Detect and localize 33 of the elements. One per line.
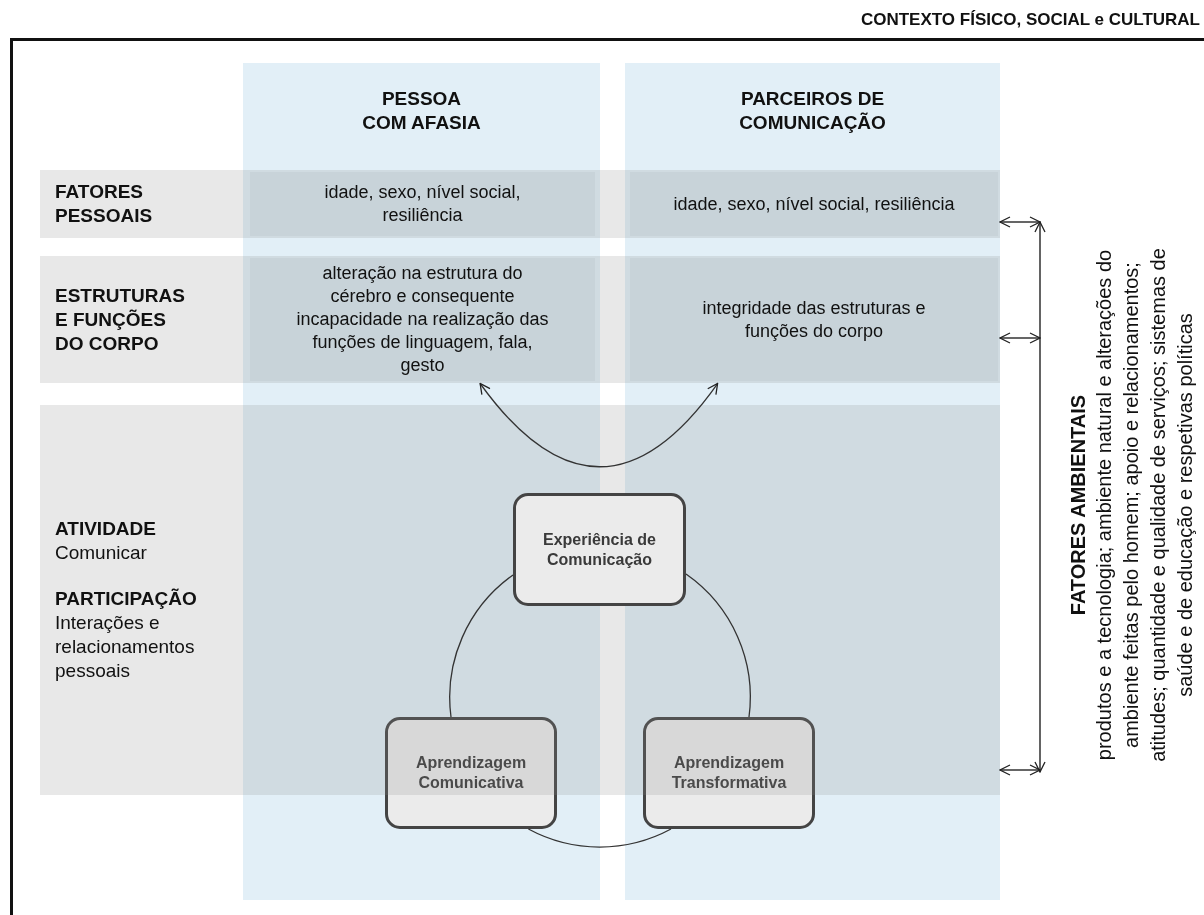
box-label: Aprendizagem Comunicativa	[414, 753, 528, 793]
side-heading: FATORES AMBIENTAIS	[1066, 394, 1090, 616]
side-text: produtos e a tecnologia; ambiente natural e alterações do ambiente feitas pelo homem; apoio e relacionamentos; atitudes; quantidade e qualidade de serviços; sistemas de saúde e de educação e respetivas políticas	[1092, 247, 1197, 764]
column-heading: PESSOA COM AFASIA	[361, 87, 482, 135]
double-arrow	[999, 764, 1041, 776]
row-text: Interações e relacionamentos pessoais	[55, 611, 196, 683]
box-label: Aprendizagem Transformativa	[670, 753, 788, 793]
column-heading: PARCEIROS DE COMUNICAÇÃO	[738, 87, 887, 135]
row-heading: FATORES PESSOAIS	[55, 180, 154, 228]
double-arrow	[999, 216, 1041, 228]
double-arrow	[999, 332, 1041, 344]
curved-arrow	[479, 382, 719, 468]
cell-text: idade, sexo, nível social, resiliência	[323, 181, 522, 227]
connector-arc	[527, 828, 672, 848]
row-heading: ATIVIDADE	[55, 517, 157, 541]
cell-panel	[630, 258, 998, 381]
cell-text: idade, sexo, nível social, resiliência	[673, 192, 955, 216]
cell-panel	[630, 172, 998, 236]
cell-text: alteração na estrutura do cérebro e consequente incapacidade na realização das funções de linguagem, fala, gesto	[295, 262, 550, 377]
rounded-box	[513, 493, 686, 606]
row-band	[40, 405, 1000, 795]
row-text: Comunicar	[55, 541, 148, 565]
row-band	[40, 256, 1000, 383]
connector-arc	[685, 573, 751, 718]
connector-arc	[449, 574, 514, 718]
row-heading: PARTICIPAÇÃO	[55, 587, 198, 611]
rounded-box	[643, 717, 815, 829]
row-band	[40, 170, 1000, 238]
row-heading: ESTRUTURAS E FUNÇÕES DO CORPO	[55, 283, 186, 356]
rounded-box	[385, 717, 557, 829]
cell-text: integridade das estruturas e funções do corpo	[701, 296, 927, 343]
box-label: Experiência de Comunicação	[542, 529, 657, 570]
frame-title: CONTEXTO FÍSICO, SOCIAL e CULTURAL	[860, 10, 1200, 30]
